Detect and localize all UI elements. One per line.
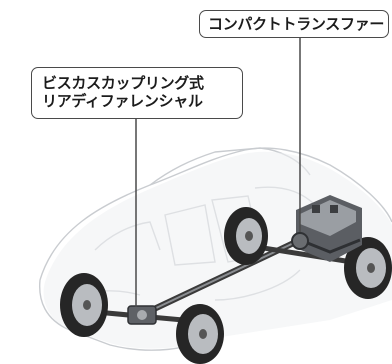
callout-compact-transfer: コンパクトトランスファー [199, 10, 389, 38]
wheel-front-left [224, 207, 268, 265]
wheel-front-right [344, 237, 392, 299]
callout-transfer-label: コンパクトトランスファー [208, 15, 385, 33]
callout-rear-differential: ビスカスカップリング式 リアディファレンシャル [31, 67, 243, 119]
engine [296, 195, 362, 262]
callout-rear-line2: リアディファレンシャル [42, 92, 203, 110]
wheel-rear-right [176, 304, 224, 364]
rear-differential [127, 305, 157, 325]
car-body-fill [43, 151, 392, 349]
wheel-rear-left [60, 273, 108, 337]
callout-rear-line1: ビスカスカップリング式 [42, 74, 204, 92]
leader-lines [135, 38, 301, 307]
compact-transfer [291, 232, 309, 250]
